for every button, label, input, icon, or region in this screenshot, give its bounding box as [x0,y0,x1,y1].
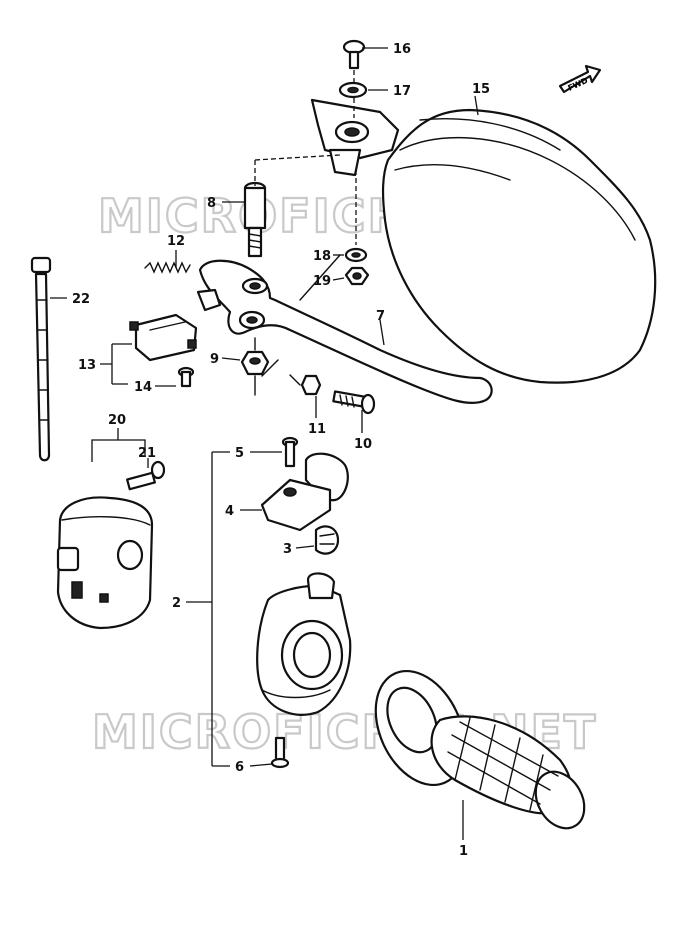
callout-19: 19 [313,274,331,289]
callout-8: 8 [207,196,216,211]
part-7-lever [196,254,493,404]
part-20-switch-housing [56,496,154,630]
callout-21: 21 [138,446,156,461]
part-18-washer [344,247,368,263]
callout-7: 7 [376,309,385,324]
callout-18: 18 [313,249,331,264]
callout-12: 12 [167,234,185,249]
callout-5: 5 [235,446,244,461]
callout-16: 16 [393,42,411,57]
part-2-throttle-housing [256,572,352,716]
callout-10: 10 [354,437,372,452]
part-14-screw [177,366,195,388]
part-19-nut [344,266,370,286]
part-1-grip [374,669,586,830]
part-4-bracket [260,478,332,532]
part-13-switch [129,313,198,362]
forward-arrow-icon: FWD [558,64,602,94]
callout-4: 4 [225,504,234,519]
callout-3: 3 [283,542,292,557]
part-15-mount-bracket [310,98,400,177]
callout-1: 1 [459,844,468,859]
part-17-washer [338,81,368,99]
part-10-bolt [332,390,376,415]
part-6-screw [270,736,290,769]
part-8-collar-bolt [243,181,267,258]
callout-13: 13 [78,358,96,373]
callout-15: 15 [472,82,490,97]
forward-arrow-label: FWD [566,76,589,93]
part-22-cable-tie [30,256,52,462]
part-3-clip [314,525,340,555]
callout-6: 6 [235,760,244,775]
part-9-nut [240,350,270,376]
callout-22: 22 [72,292,90,307]
part-12-spring [144,261,191,274]
callout-14: 14 [134,380,152,395]
callout-20: 20 [108,413,126,428]
part-21-screw [126,460,166,491]
part-11-nut [300,374,322,396]
callout-11: 11 [308,422,326,437]
part-5-screw [281,436,299,468]
part-16-screw [342,39,366,70]
callout-17: 17 [393,84,411,99]
part-15-hand-guard [381,108,657,384]
callout-2: 2 [172,596,181,611]
callout-9: 9 [210,352,219,367]
